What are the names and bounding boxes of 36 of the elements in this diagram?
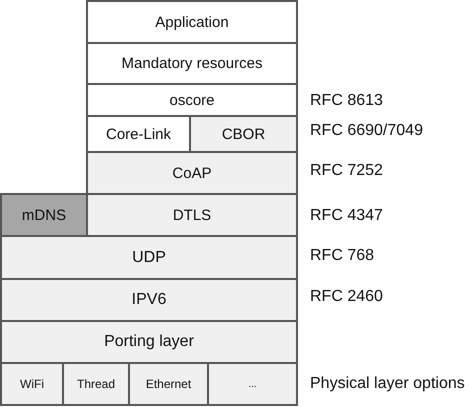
layer-box	[86, 83, 298, 117]
layer-label: mDNS	[22, 206, 66, 224]
layer-label: CoAP	[172, 164, 212, 182]
layer-label: UDP	[132, 248, 166, 266]
layer-label: ...	[248, 378, 257, 390]
layer-label: DTLS	[172, 206, 212, 224]
rfc-label: RFC 8613	[310, 92, 383, 110]
layer-box	[0, 278, 298, 322]
layer-label: Mandatory resources	[122, 55, 262, 72]
layer-box	[86, 151, 298, 195]
rfc-label: RFC 7252	[310, 162, 383, 180]
layer-box	[0, 193, 88, 237]
rfc-label: RFC 2460	[310, 288, 383, 306]
rfc-label: RFC 768	[310, 247, 374, 265]
note-label: Physical layer options	[310, 375, 465, 393]
layer-box	[86, 193, 298, 237]
layer-box	[128, 362, 209, 406]
layer-box	[0, 362, 64, 406]
layer-label: Core-Link	[106, 126, 172, 142]
rfc-label: RFC 4347	[310, 207, 383, 225]
layer-label: Thread	[76, 377, 116, 391]
layer-label: CBOR	[222, 126, 266, 142]
layer-box	[86, 42, 298, 85]
layer-label: Application	[155, 14, 229, 30]
layer-label: IPV6	[132, 291, 166, 309]
layer-label: Porting layer	[104, 333, 194, 351]
layer-label: WiFi	[20, 377, 44, 391]
layer-label: oscore	[169, 92, 215, 108]
layer-box	[0, 320, 298, 364]
layer-box	[207, 362, 298, 406]
layer-box	[62, 362, 130, 406]
layer-box	[189, 115, 298, 153]
layer-box	[86, 0, 298, 44]
rfc-label: RFC 6690/7049	[310, 122, 423, 140]
layer-label: Ethernet	[146, 377, 192, 391]
layer-box	[0, 235, 298, 280]
